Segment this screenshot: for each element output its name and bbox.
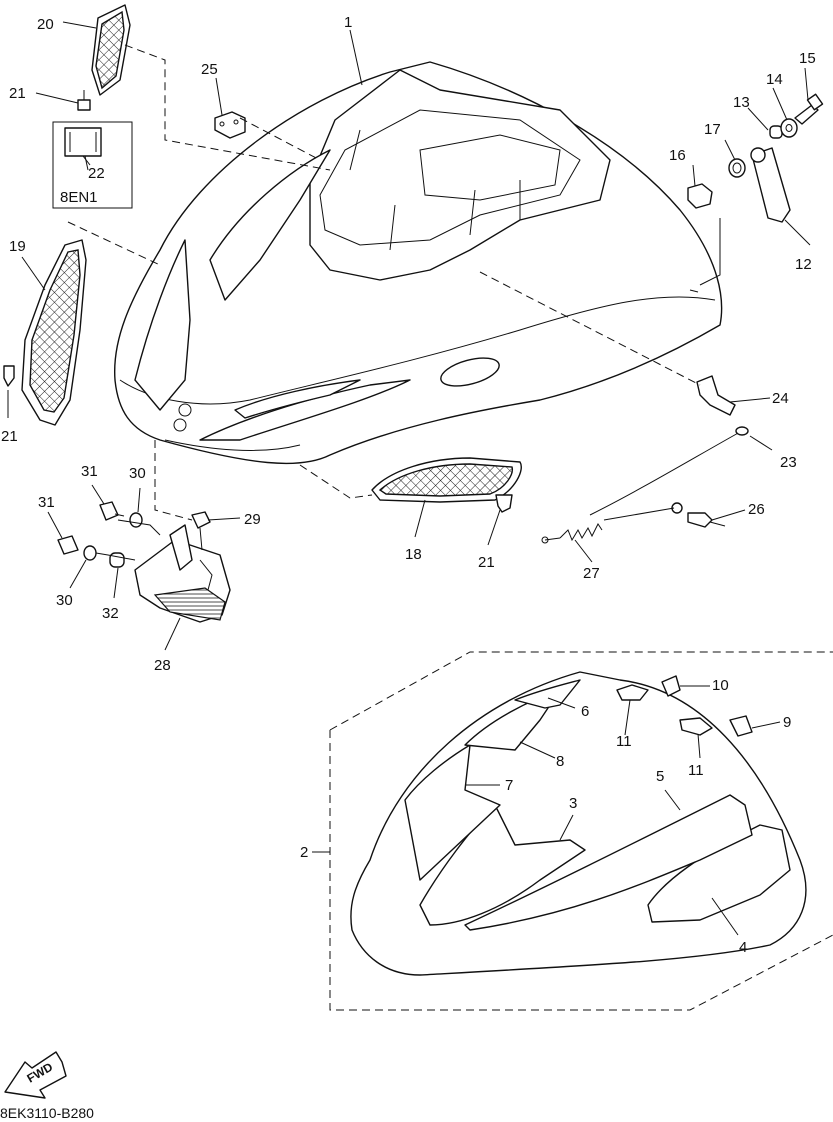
variant-code: 8EN1 [60,189,98,206]
callout-21b: 21 [1,428,18,445]
clip-21-mid [495,494,513,513]
callout-21a: 21 [9,85,26,102]
callout-18: 18 [405,546,422,563]
callout-22: 22 [88,165,105,182]
callout-1: 1 [344,14,352,31]
callout-31b: 31 [38,494,55,511]
callout-28: 28 [154,657,171,674]
callout-19: 19 [9,238,26,255]
bracket-24 [696,375,736,416]
bolt-29 [191,511,211,551]
callout-26: 26 [748,501,765,518]
washer-14 [780,118,798,138]
grommet-17 [728,158,746,178]
callout-7: 7 [505,777,513,794]
bracket-25 [214,111,246,139]
decal-6 [514,679,581,709]
decal-5 [464,794,753,931]
cable-23 [589,426,749,516]
callout-15: 15 [799,50,816,67]
callout-labels: 1 2 3 4 5 6 7 8 9 10 11 11 12 13 14 15 1… [0,14,816,1121]
callout-10: 10 [712,677,729,694]
decal-10 [661,675,681,697]
callout-8: 8 [556,753,564,770]
callout-17: 17 [704,121,721,138]
bracket-12 [750,147,791,223]
clip-21-top [77,90,91,111]
callout-3: 3 [569,795,577,812]
variant-box [52,121,133,209]
hood-assembly [113,61,723,465]
bracket-28 [134,524,231,623]
callout-2: 2 [300,844,308,861]
callout-24: 24 [772,390,789,407]
bolt-31-top [99,501,125,521]
callout-5: 5 [656,768,664,785]
washer-30-left [83,545,97,561]
callout-30b: 30 [56,592,73,609]
leader-lines [7,21,811,936]
callout-4: 4 [739,939,747,956]
callout-6: 6 [581,703,589,720]
callout-21c: 21 [478,554,495,571]
fwd-arrow: FWD [4,1051,67,1099]
callout-16: 16 [669,147,686,164]
callout-23: 23 [780,454,797,471]
pin-26 [671,502,726,528]
figure-code: 8EK3110-B280 [0,1105,94,1121]
decal-9 [729,715,753,737]
decal-11-a [616,684,649,701]
callout-14: 14 [766,71,783,88]
callout-32: 32 [102,605,119,622]
decal-11-b [679,717,713,736]
callout-13: 13 [733,94,750,111]
callout-9: 9 [783,714,791,731]
mesh-grille-20 [91,4,131,96]
sub-assembly-boundary [329,651,833,1011]
bolt-15 [794,93,824,125]
callout-25: 25 [201,61,218,78]
mesh-grille-18 [371,457,522,503]
callout-27: 27 [583,565,600,582]
decal-3 [419,804,586,926]
callout-11a: 11 [616,733,632,750]
bolt-31-left [57,535,79,555]
washer-30-top [129,512,143,528]
callout-20: 20 [37,16,54,33]
spring-27 [541,523,603,544]
collar-32 [109,552,125,568]
decal-7 [404,744,501,881]
mesh-grille-19 [21,239,87,426]
callout-12: 12 [795,256,812,273]
callout-31a: 31 [81,463,98,480]
callout-29: 29 [244,511,261,528]
callout-11b: 11 [688,762,704,779]
clip-21-left [3,365,15,387]
nut-16 [687,183,713,209]
callout-30a: 30 [129,465,146,482]
collar-13 [769,125,783,139]
